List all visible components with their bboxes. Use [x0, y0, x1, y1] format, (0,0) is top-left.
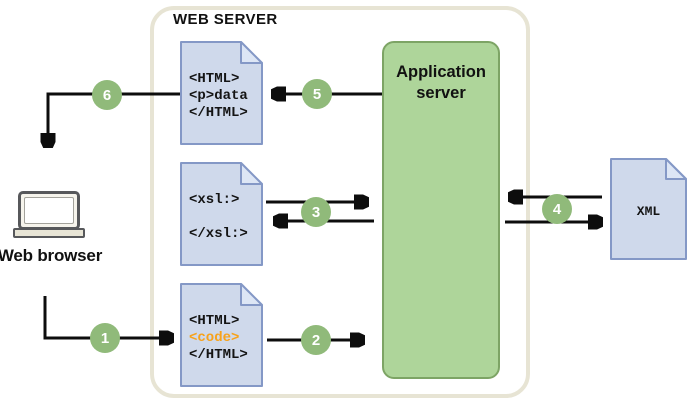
code-line: </HTML> — [189, 346, 248, 363]
code-line: <p>data — [189, 87, 248, 104]
document-icon — [180, 41, 263, 145]
code-line: </HTML> — [189, 104, 248, 121]
step-circle-4: 4 — [542, 194, 572, 224]
code-line-highlighted: <code> — [189, 329, 240, 346]
document-icon — [180, 162, 263, 266]
step-number: 5 — [312, 85, 322, 103]
code-line: <HTML> — [189, 70, 240, 87]
document-icon — [610, 158, 687, 260]
step-number: 6 — [102, 86, 112, 104]
html-response-document: <HTML> <p>data </HTML> — [180, 41, 263, 145]
html-source-code: <HTML> <code> </HTML> — [180, 283, 263, 387]
xml-data-document: XML — [610, 158, 687, 260]
xsl-stylesheet-document: <xsl:> </xsl:> — [180, 162, 263, 266]
step-number: 4 — [552, 200, 562, 218]
code-line: <xsl:> — [189, 191, 240, 208]
code-line: </xsl:> — [189, 225, 248, 242]
code-line — [189, 209, 263, 226]
step-circle-5: 5 — [302, 79, 332, 109]
laptop-screen — [24, 197, 74, 224]
html-response-code: <HTML> <p>data </HTML> — [180, 41, 263, 145]
xsl-stylesheet-code: <xsl:> </xsl:> — [180, 162, 263, 266]
application-server-label: Application server — [396, 63, 486, 102]
application-server-box: Application server — [382, 41, 500, 379]
step-number: 2 — [311, 331, 321, 349]
xml-label-wrap: XML — [610, 158, 687, 260]
step-circle-2: 2 — [301, 325, 331, 355]
xml-label: XML — [636, 203, 661, 219]
code-line: <HTML> — [189, 312, 240, 329]
step-circle-1: 1 — [90, 323, 120, 353]
step-number: 3 — [311, 203, 321, 221]
step-number: 1 — [100, 329, 110, 347]
laptop-base — [13, 228, 85, 238]
step-circle-3: 3 — [301, 197, 331, 227]
web-server-title: WEB SERVER — [173, 11, 278, 28]
step-circle-6: 6 — [92, 80, 122, 110]
laptop-icon — [18, 191, 80, 230]
document-icon — [180, 283, 263, 387]
html-source-document: <HTML> <code> </HTML> — [180, 283, 263, 387]
web-browser-label: Web browser — [0, 246, 103, 265]
